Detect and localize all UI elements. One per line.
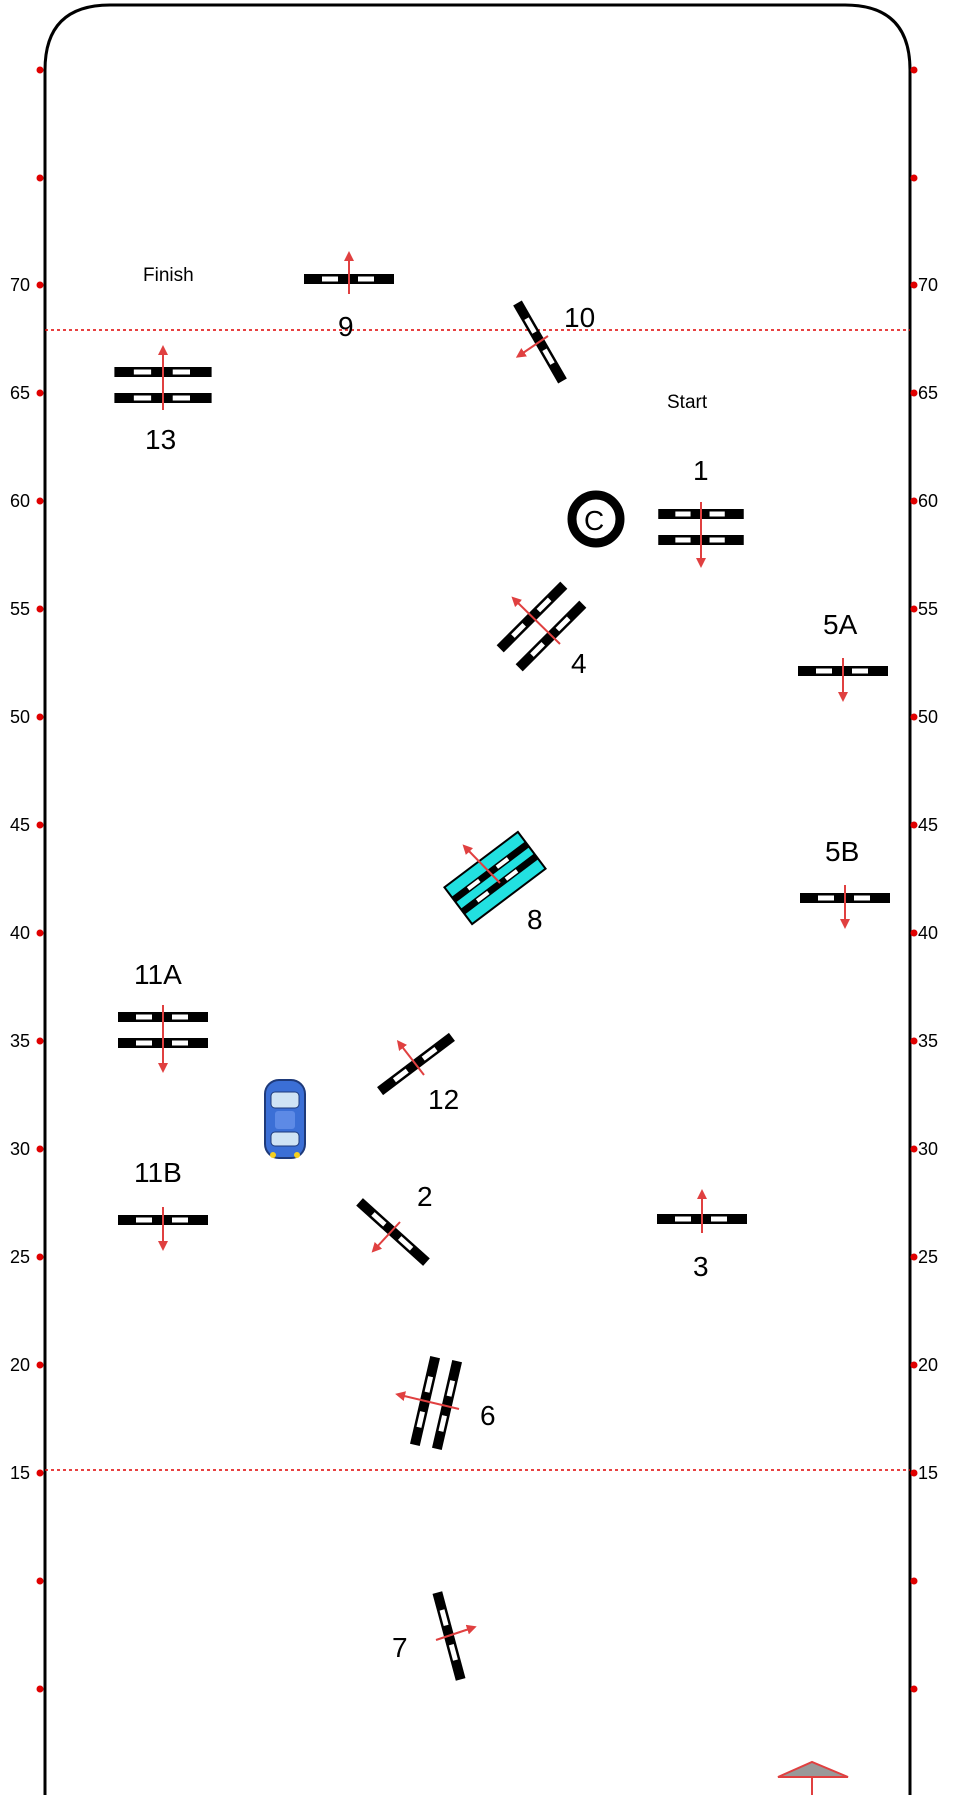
obstacle-2: 2 (356, 1181, 433, 1266)
obstacle-1: 1 (658, 455, 744, 568)
obstacle-5b-label: 5B (825, 836, 859, 867)
scale-right-20: 20 (918, 1355, 938, 1375)
scale-left-15: 15 (10, 1463, 30, 1483)
scale-left-60: 60 (10, 491, 30, 511)
scale-left-20: 20 (10, 1355, 30, 1375)
obstacle-1-label: 1 (693, 455, 709, 486)
obstacle-10-label: 10 (564, 302, 595, 333)
right-markers (910, 66, 918, 1693)
car-icon (264, 1079, 306, 1159)
obstacle-3: 3 (657, 1189, 747, 1282)
obstacle-3-label: 3 (693, 1251, 709, 1282)
obstacle-13-label: 13 (145, 424, 176, 455)
obstacle-5b: 5B (800, 836, 890, 929)
scale-right-35: 35 (918, 1031, 938, 1051)
obstacle-10: 10 (513, 300, 595, 384)
right-scale: 70 65 60 55 50 45 40 35 30 25 20 15 (918, 275, 938, 1483)
obstacle-6: 6 (395, 1356, 496, 1450)
obstacle-9-label: 9 (338, 311, 354, 342)
obstacle-4: 4 (496, 581, 587, 679)
scale-left-30: 30 (10, 1139, 30, 1159)
scale-right-40: 40 (918, 923, 938, 943)
scale-right-50: 50 (918, 707, 938, 727)
obstacle-5a: 5A (798, 609, 888, 702)
finish-label: Finish (143, 265, 194, 286)
circle-c-letter: C (584, 505, 604, 536)
obstacle-12-label: 12 (428, 1084, 459, 1115)
scale-left-55: 55 (10, 599, 30, 619)
obstacle-8-label: 8 (527, 904, 543, 935)
scale-right-70: 70 (918, 275, 938, 295)
obstacle-6-label: 6 (480, 1400, 496, 1431)
obstacle-9: 9 (304, 251, 394, 342)
scale-right-30: 30 (918, 1139, 938, 1159)
scale-left-45: 45 (10, 815, 30, 835)
scale-right-55: 55 (918, 599, 938, 619)
obstacle-11a: 11A (118, 959, 208, 1073)
scale-right-25: 25 (918, 1247, 938, 1267)
obstacle-11b: 11B (118, 1157, 208, 1251)
circle-c-marker: C (567, 490, 625, 548)
scale-left-25: 25 (10, 1247, 30, 1267)
entrance-gate-icon (777, 1760, 849, 1795)
obstacle-11b-label: 11B (134, 1157, 182, 1188)
scale-left-70: 70 (10, 275, 30, 295)
obstacle-5a-label: 5A (823, 609, 858, 640)
scale-right-65: 65 (918, 383, 938, 403)
obstacle-4-label: 4 (571, 648, 587, 679)
obstacle-7-label: 7 (392, 1632, 408, 1663)
obstacle-13: 13 (114, 345, 212, 455)
arena-border (43, 3, 912, 1795)
obstacle-7: 7 (392, 1591, 477, 1681)
left-markers (36, 66, 44, 1693)
scale-left-65: 65 (10, 383, 30, 403)
scale-left-40: 40 (10, 923, 30, 943)
start-label: Start (667, 392, 708, 413)
obstacle-11a-label: 11A (134, 959, 182, 990)
scale-right-15: 15 (918, 1463, 938, 1483)
left-scale: 70 65 60 55 50 45 40 35 30 25 20 15 (10, 275, 30, 1483)
obstacle-12: 12 (377, 1032, 459, 1115)
scale-left-50: 50 (10, 707, 30, 727)
scale-right-60: 60 (918, 491, 938, 511)
scale-left-35: 35 (10, 1031, 30, 1051)
obstacle-8: 8 (443, 830, 547, 935)
scale-right-45: 45 (918, 815, 938, 835)
obstacle-2-label: 2 (417, 1181, 433, 1212)
